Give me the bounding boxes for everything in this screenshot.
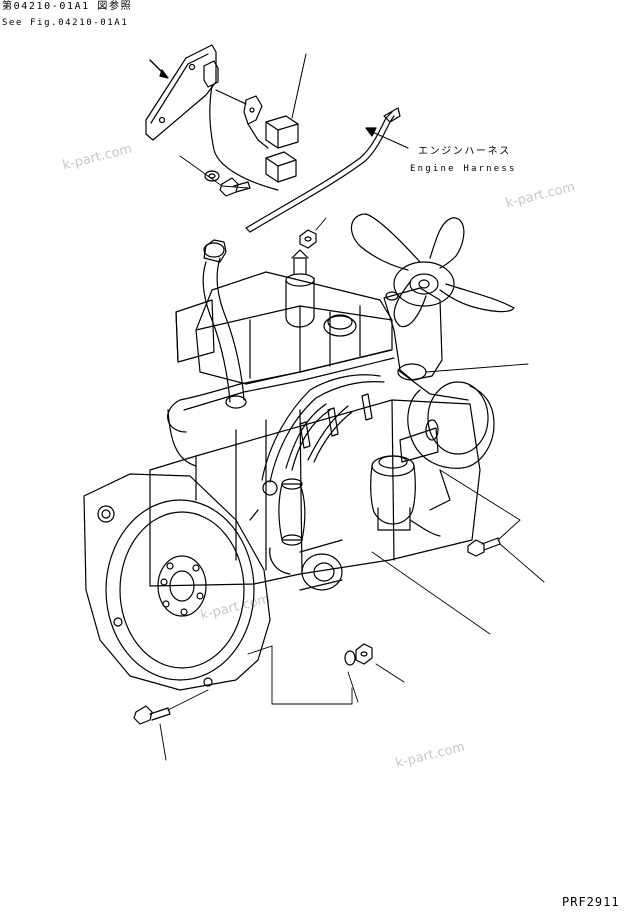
- figure-reference-en: See Fig.04210-01A1: [2, 18, 129, 28]
- starter: [300, 540, 342, 590]
- cooling-fan: [351, 214, 514, 327]
- relay-leader: [292, 54, 306, 118]
- water-pump: [384, 288, 468, 400]
- figure-reference-jp: 第04210-01A1 図参照: [2, 1, 133, 12]
- flywheel-housing: [84, 474, 270, 690]
- relay-bracket: [146, 45, 278, 190]
- bolt-flywheel-leader: [160, 724, 166, 760]
- engine-harness: [246, 108, 400, 232]
- bolt-alternator: [468, 538, 500, 556]
- washer: [205, 171, 219, 181]
- injection-pump: [263, 479, 305, 574]
- leader-lines: [272, 646, 352, 704]
- harness-clip: [216, 90, 268, 148]
- relay: [266, 116, 298, 182]
- drawing-code: PRF2911: [562, 895, 620, 909]
- bolt: [220, 178, 250, 196]
- engine-block: [150, 272, 480, 586]
- nut: [356, 644, 372, 664]
- bolt-flywheel: [134, 706, 170, 724]
- alternator: [400, 382, 494, 510]
- engine-harness-label-jp: エンジンハーネス: [418, 146, 511, 157]
- oil-filter: [371, 456, 440, 536]
- nut: [300, 230, 316, 248]
- engine-harness-arrow: [368, 130, 408, 148]
- washer: [345, 651, 355, 665]
- breather-tube: [203, 240, 246, 408]
- oil-filler: [286, 250, 314, 327]
- engine-harness-label-en: Engine Harness: [410, 164, 517, 174]
